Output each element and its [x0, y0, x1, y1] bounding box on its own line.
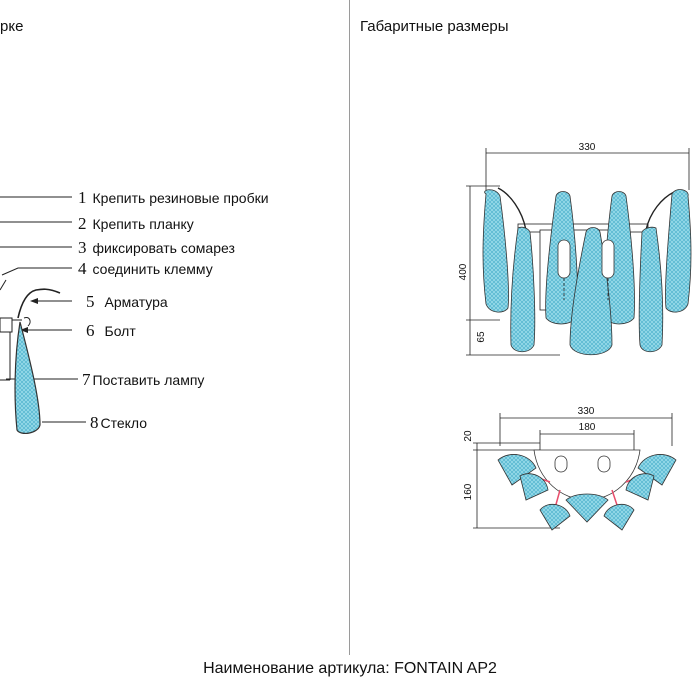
step-4: 4 соединить клемму	[78, 259, 213, 279]
step-text: Поставить лампу	[92, 372, 205, 388]
dim-text-top-depth: 160	[463, 483, 474, 500]
dim-text-top-width: 330	[578, 406, 595, 417]
step-number: 2	[78, 214, 87, 233]
step-text: фиксировать сомарез	[92, 240, 235, 256]
step-text: Арматура	[104, 294, 168, 310]
glass-piece	[14, 321, 41, 435]
step-number: 7	[82, 370, 91, 389]
glass-fan-7	[565, 493, 609, 523]
dim-text-front-height: 400	[458, 263, 469, 280]
article-name: Наименование артикула: FONTAIN AP2	[203, 660, 497, 677]
glass-fan-2	[637, 454, 677, 486]
glass-center	[569, 227, 613, 356]
step-5: 5 Арматура	[86, 292, 168, 312]
dim-text-front-offset: 65	[476, 331, 487, 343]
step-6: 6 Болт	[86, 321, 136, 341]
bracket-plate	[0, 317, 13, 333]
dim-text-front-width: 330	[579, 142, 596, 153]
bolt-left	[554, 455, 568, 473]
dim-text-top-offset: 20	[463, 430, 474, 442]
step-text: Крепить планку	[92, 216, 194, 232]
top-view	[473, 413, 677, 531]
glass-fan-5	[539, 503, 571, 531]
step-number: 1	[78, 188, 87, 207]
dim-text-top-inner: 180	[579, 422, 596, 433]
glass-outer-left	[482, 189, 509, 313]
step-2: 2 Крепить планку	[78, 214, 194, 234]
step-number: 3	[78, 238, 87, 257]
glass-outer-right	[665, 189, 692, 313]
glass-fan-6	[603, 503, 635, 531]
wall-plate	[533, 449, 641, 501]
step-3: 3 фиксировать сомарез	[78, 238, 235, 258]
step-text: Стекло	[100, 415, 148, 431]
glass-inner-left	[510, 226, 536, 353]
glass-fan-3	[519, 473, 549, 501]
glass-clip	[23, 317, 31, 327]
step-text: Крепить резиновые пробки	[92, 190, 269, 206]
wire-right	[645, 191, 675, 231]
arrowhead-6	[20, 327, 28, 333]
section-title-assembly: рке	[0, 18, 24, 35]
glass-fan-1	[497, 454, 537, 486]
step-number: 4	[78, 259, 87, 278]
glass-fan-4	[625, 473, 655, 501]
bolt-right	[597, 455, 611, 473]
section-title-dimensions: Габаритные размеры	[360, 18, 509, 35]
step-text: соединить клемму	[92, 261, 213, 277]
step-1: 1 Крепить резиновые пробки	[78, 188, 269, 208]
step-text: Болт	[104, 323, 136, 339]
arrowhead-5	[30, 298, 38, 304]
glass-inner-right	[638, 226, 664, 353]
armature-wire	[17, 288, 61, 319]
step-number: 8	[90, 413, 99, 432]
page-divider	[349, 0, 350, 655]
front-view	[466, 148, 692, 356]
leader-line-4	[1, 267, 72, 276]
step-number: 6	[86, 321, 95, 340]
lamp-right	[601, 239, 615, 279]
assembly-view	[0, 196, 86, 435]
step-number: 5	[86, 292, 95, 311]
lamp-left	[557, 239, 571, 279]
leader-line-4b	[0, 279, 7, 291]
wire-left	[497, 187, 527, 231]
